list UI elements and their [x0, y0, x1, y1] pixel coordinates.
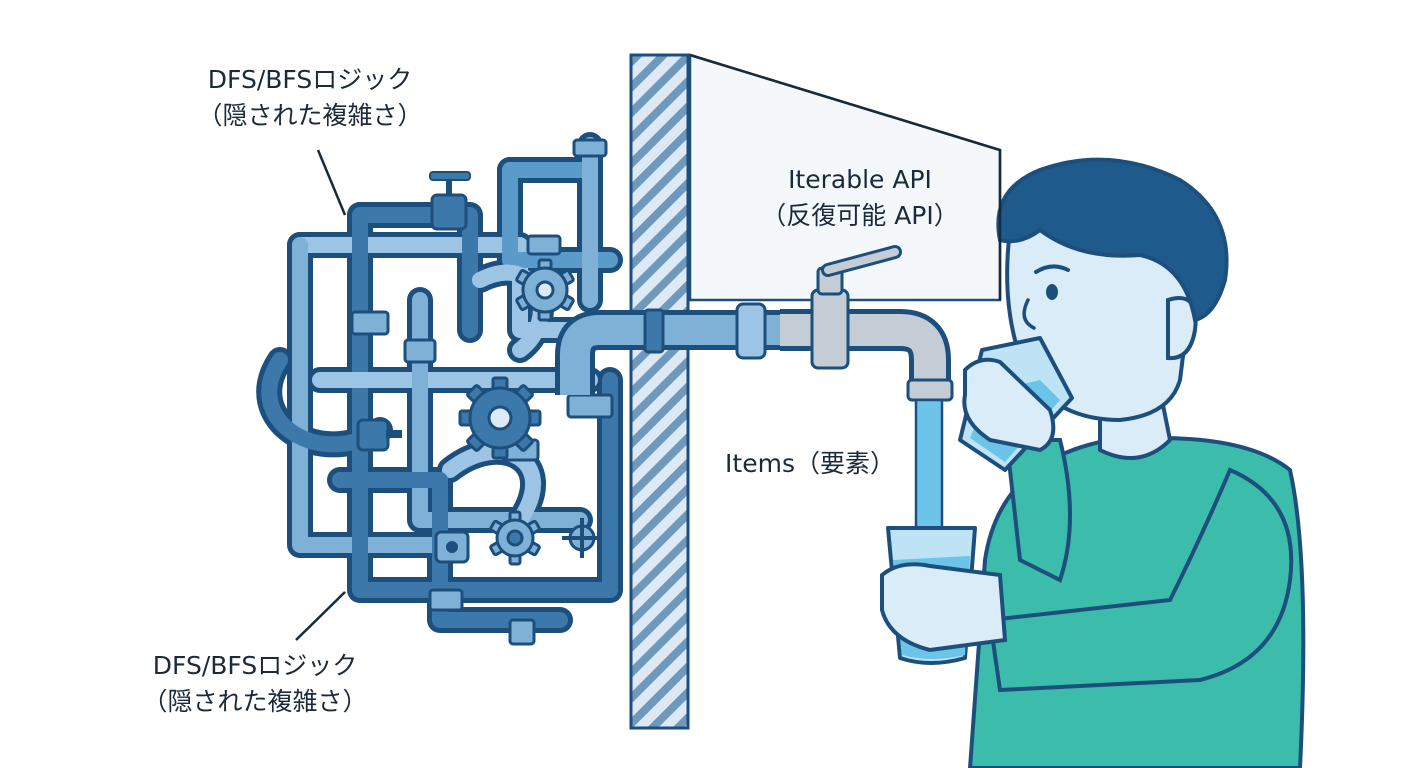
valve-icon [562, 518, 602, 558]
gear-icon [515, 258, 575, 322]
gear-icon [489, 510, 541, 566]
faucet-icon [780, 245, 954, 402]
logic-label-bottom: DFS/BFSロジック （隠された複雑さ） [95, 648, 415, 720]
hair [996, 157, 1229, 323]
valve-icon [434, 530, 470, 564]
upper-hand [962, 357, 1056, 453]
gear-icon [458, 376, 542, 460]
logic-label-bottom-line2: （隠された複雑さ） [142, 687, 368, 716]
logic-label-top: DFS/BFSロジック （隠された複雑さ） [150, 62, 470, 134]
eye [1046, 284, 1058, 300]
logic-label-top-line1: DFS/BFSロジック [207, 65, 413, 94]
api-label: Iterable API （反復可能 API） [720, 162, 1000, 234]
eyebrow [1034, 264, 1070, 274]
upper-arm [1007, 438, 1072, 583]
main-pipe [555, 302, 780, 395]
person [880, 157, 1306, 768]
api-label-line2: （反復可能 API） [761, 201, 959, 230]
lower-arm [987, 467, 1294, 693]
valve-icon [429, 171, 471, 231]
leader-line-api [689, 53, 1002, 300]
lower-hand [880, 562, 1008, 653]
api-label-line1: Iterable API [788, 165, 932, 194]
wall [629, 53, 690, 730]
logic-label-bottom-line1: DFS/BFSロジック [152, 651, 358, 680]
ear [1166, 296, 1198, 361]
leader-line-top [316, 149, 347, 216]
valve-icon [356, 418, 402, 452]
logic-label-top-line2: （隠された複雑さ） [197, 101, 423, 130]
items-label: Items（要素） [725, 449, 895, 478]
nose [1022, 298, 1036, 330]
leader-line-bottom [295, 591, 346, 641]
